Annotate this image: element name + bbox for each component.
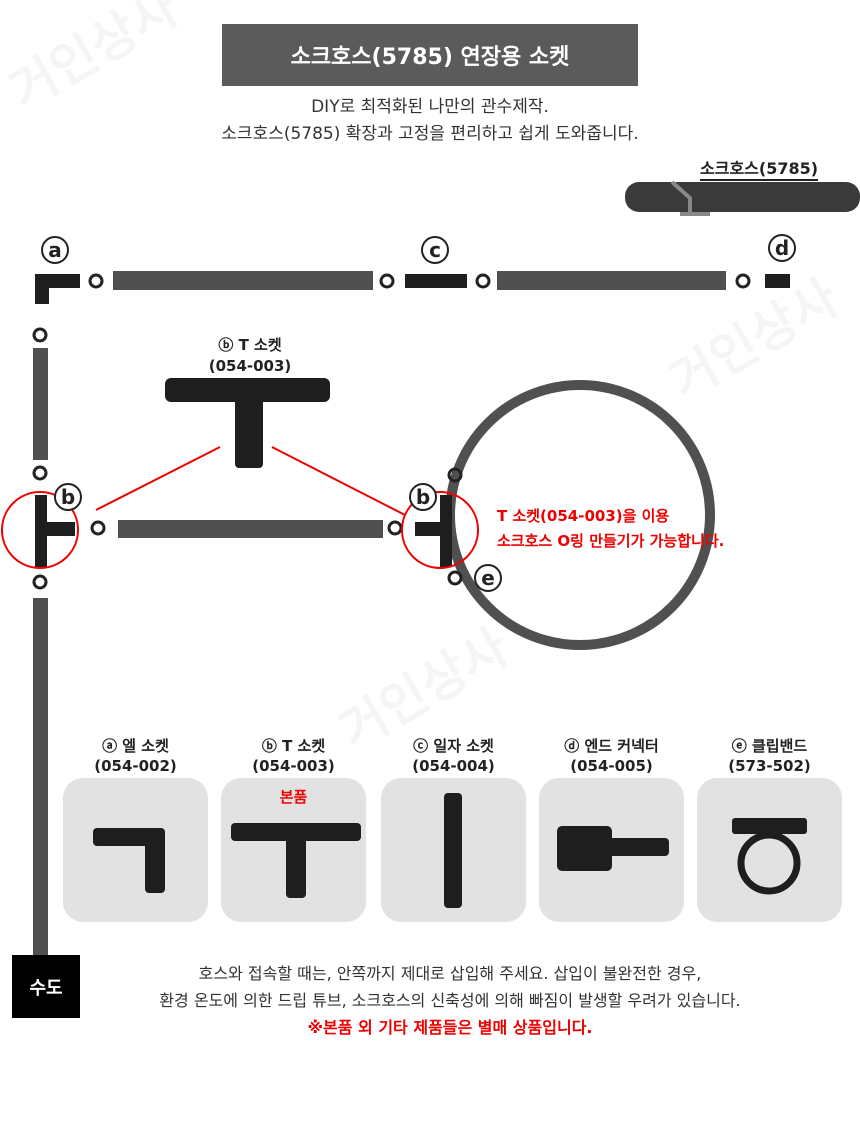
callout-lines	[1, 446, 479, 569]
product-name: ⓐ 엘 소켓	[102, 737, 169, 755]
product-name: ⓒ 일자 소켓	[413, 737, 494, 755]
marker-a: a	[41, 236, 69, 264]
marker-c: c	[421, 236, 449, 264]
marker-b: b	[409, 483, 437, 511]
hose-label: 소크호스(5785)	[700, 155, 819, 181]
product-name: ⓔ 클립밴드	[731, 737, 808, 755]
page-title: 소크호스(5785) 연장용 소켓	[222, 24, 638, 86]
clip-bands	[32, 273, 751, 590]
product-card-end	[539, 778, 684, 922]
fittings	[35, 274, 790, 567]
main-product-badge: 본품	[279, 788, 308, 806]
product-card-t: 본품	[221, 778, 366, 922]
product-card-elbow	[63, 778, 208, 922]
product-code: (054-003)	[252, 757, 335, 775]
product-code: (054-004)	[412, 757, 495, 775]
footer-notice: ※본품 외 기타 제품들은 별매 상품입니다.	[307, 1018, 593, 1037]
footer-line: 환경 온도에 의한 드립 튜브, 소크호스의 신축성에 의해 빠짐이 발생할 우…	[159, 991, 741, 1010]
product-card-clip	[697, 778, 842, 922]
note-line: T 소켓(054-003)을 이용	[497, 507, 670, 525]
hose-segments	[33, 271, 726, 955]
product-card-straight	[381, 778, 526, 922]
t-socket-label: ⓑ T 소켓	[218, 336, 282, 354]
product-code: (573-502)	[728, 757, 811, 775]
product-code: (054-002)	[94, 757, 177, 775]
product-code: (054-005)	[570, 757, 653, 775]
t-socket-code: (054-003)	[208, 357, 292, 375]
marker-d: d	[768, 234, 796, 262]
product-name: ⓓ 엔드 커넥터	[564, 737, 659, 755]
subtitle-line: DIY로 최적화된 나만의 관수제작.	[311, 97, 549, 117]
product-name: ⓑ T 소켓	[261, 737, 326, 755]
marker-e: e	[474, 564, 502, 592]
faucet-label: 수도	[12, 955, 80, 1018]
footer-line: 호스와 접속할 때는, 안쪽까지 제대로 삽입해 주세요. 삽입이 불완전한 경…	[198, 964, 702, 983]
subtitle-line: 소크호스(5785) 확장과 고정을 편리하고 쉽게 도와줍니다.	[221, 124, 639, 144]
note-line: 소크호스 O링 만들기가 가능합니다.	[497, 532, 725, 550]
hose-image	[625, 180, 860, 216]
marker-b: b	[54, 483, 82, 511]
